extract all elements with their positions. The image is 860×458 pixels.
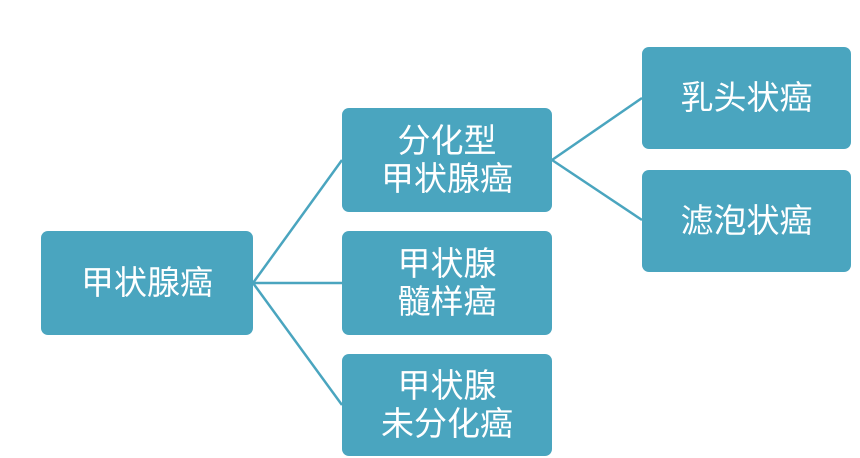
node-differentiated-line-2: 甲状腺癌 (381, 159, 513, 198)
node-anaplastic-thyroid-cancer: 甲状腺 未分化癌 (342, 354, 552, 456)
node-thyroid-cancer: 甲状腺癌 (41, 231, 253, 335)
node-medullary-line-1: 甲状腺 (397, 244, 497, 284)
node-differentiated-line-1: 分化型 (397, 121, 497, 161)
node-papillary-label: 乳头状癌 (680, 78, 813, 118)
node-medullary-line-2: 髓样癌 (397, 282, 497, 321)
node-anaplastic-line-2: 未分化癌 (381, 404, 513, 443)
node-follicular-label: 滤泡状癌 (680, 201, 813, 241)
node-anaplastic-line-1: 甲状腺 (397, 366, 497, 406)
node-papillary-carcinoma: 乳头状癌 (642, 47, 851, 149)
connector-differentiated-to-papillary (551, 96, 643, 162)
node-medullary-thyroid-cancer: 甲状腺 髓样癌 (342, 231, 552, 335)
connector-root-to-anaplastic (251, 282, 344, 406)
connector-differentiated-to-follicular (551, 158, 643, 222)
node-follicular-carcinoma: 滤泡状癌 (642, 170, 851, 272)
node-differentiated-thyroid-cancer: 分化型 甲状腺癌 (342, 108, 552, 212)
node-thyroid-cancer-label: 甲状腺癌 (81, 263, 213, 303)
connector-root-to-differentiated (251, 159, 344, 284)
